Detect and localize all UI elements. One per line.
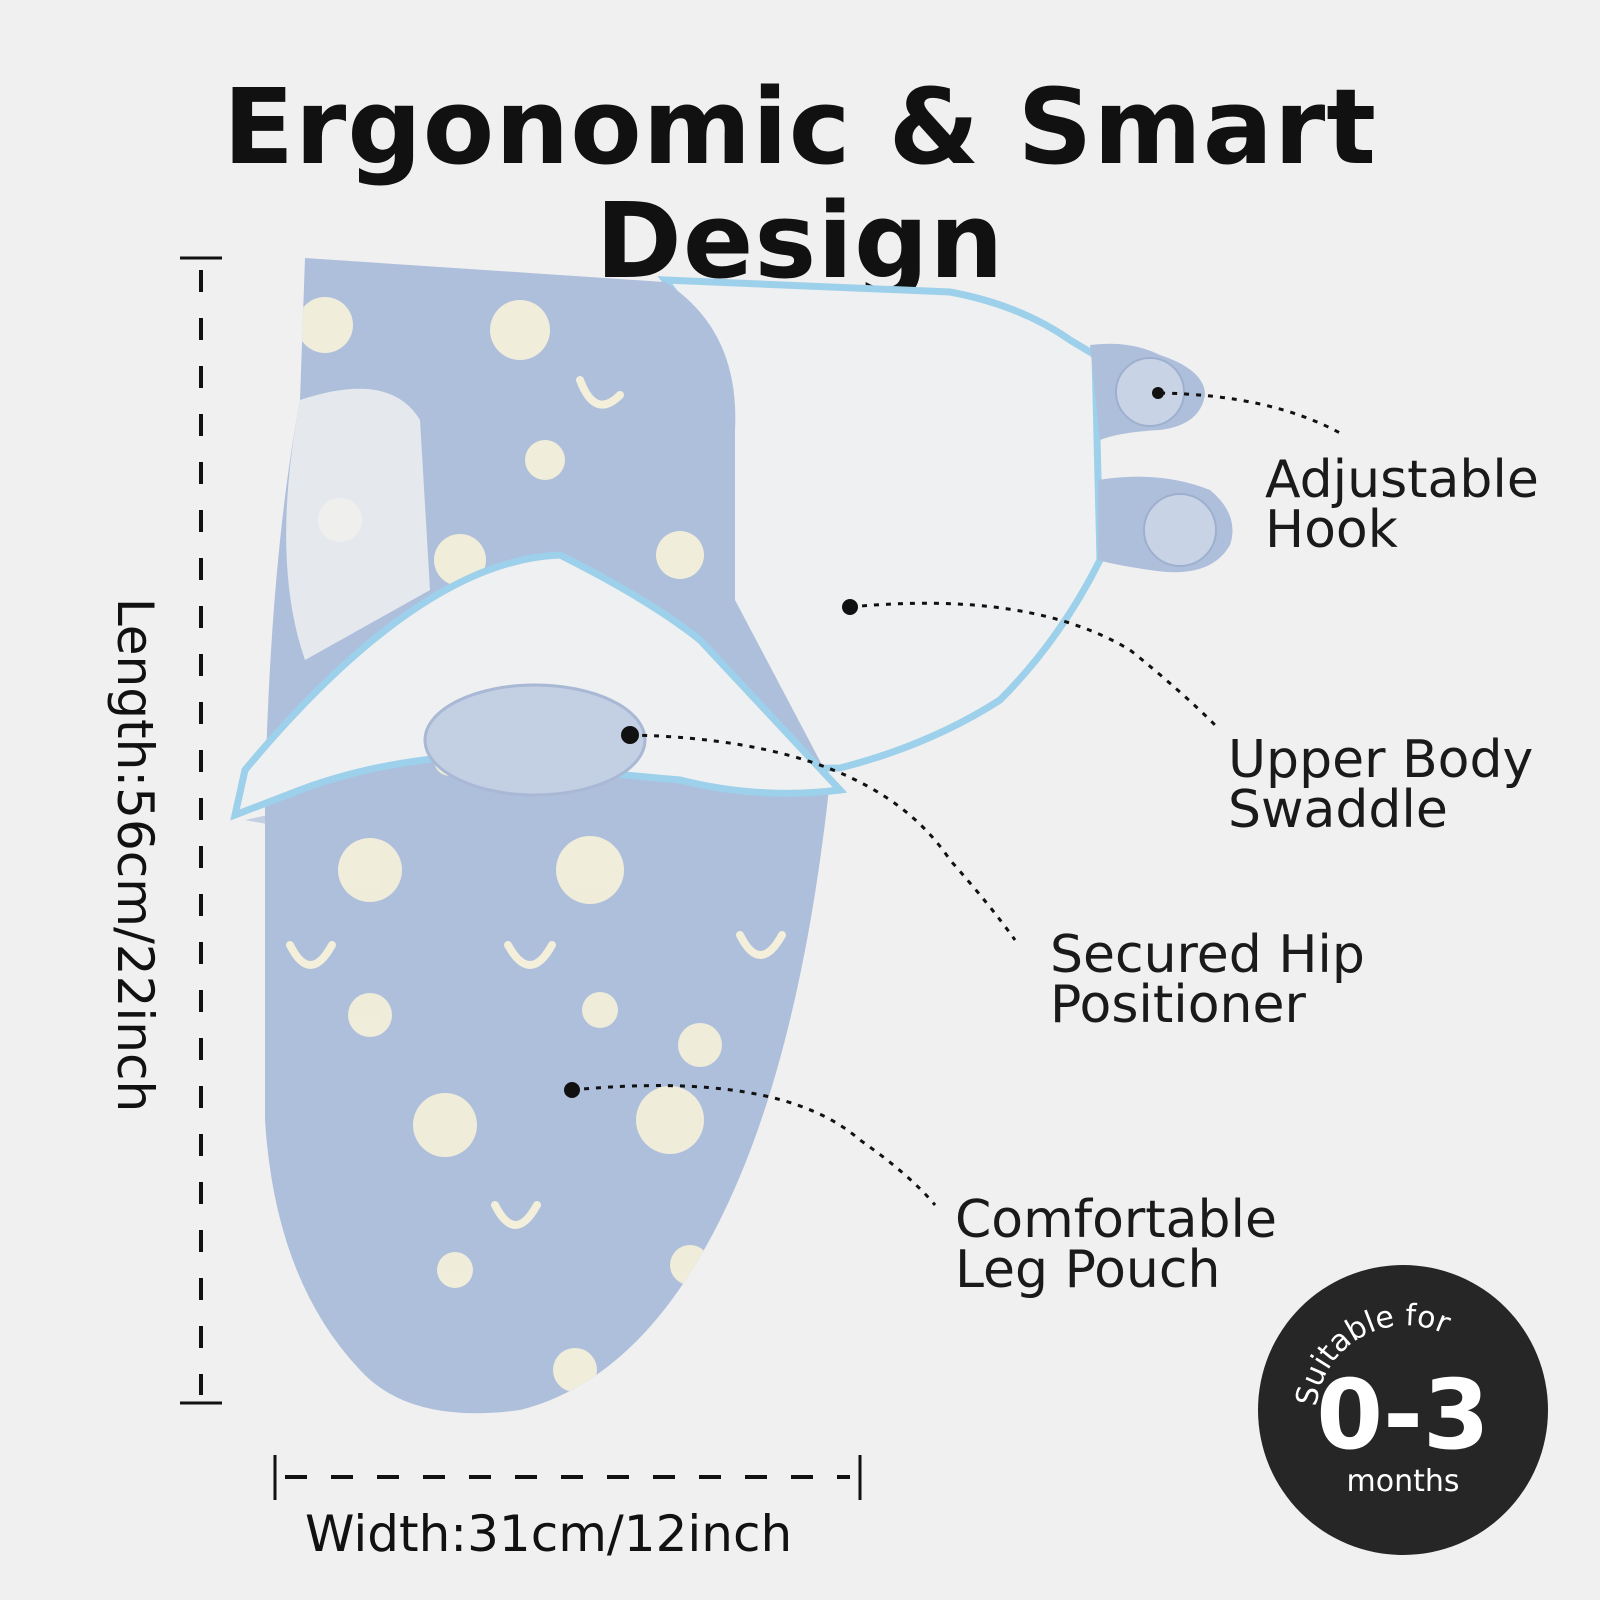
feature-label-upper-body: Upper Body Swaddle (1228, 730, 1534, 840)
feature-label-leg-pouch: Comfortable Leg Pouch (955, 1190, 1277, 1300)
hip-positioner-flap (230, 551, 848, 830)
feature-label-line: Positioner (1050, 975, 1306, 1035)
feature-pointer-dots (564, 387, 1164, 1098)
feature-label-hip: Secured Hip Positioner (1050, 925, 1365, 1035)
feature-label-line: Leg Pouch (955, 1240, 1221, 1300)
feature-pointer-lines (571, 391, 1341, 1206)
feature-label-line: Upper Body (1228, 730, 1534, 790)
age-badge: Suitable for 0-3 months (1258, 1265, 1548, 1555)
badge-arc-text: Suitable for (1289, 1298, 1455, 1408)
feature-label-line: Secured Hip (1050, 925, 1365, 985)
width-label: Width:31cm/12inch (305, 1505, 793, 1563)
width-dimension-line (273, 1455, 862, 1500)
length-label: Length:56cm/22inch (106, 597, 164, 1113)
main-body (265, 258, 830, 1414)
feature-label-line: Comfortable (955, 1190, 1277, 1250)
feature-label-line: Swaddle (1228, 780, 1448, 840)
feature-label-hook: Adjustable Hook (1265, 450, 1539, 560)
feature-label-line: Hook (1265, 500, 1398, 560)
badge-value: 0-3 (1316, 1359, 1490, 1471)
page-title: Ergonomic & Smart Design (223, 66, 1377, 303)
badge-unit: months (1346, 1464, 1460, 1499)
feature-label-line: Adjustable (1265, 450, 1539, 510)
length-dimension-line (180, 256, 222, 1405)
